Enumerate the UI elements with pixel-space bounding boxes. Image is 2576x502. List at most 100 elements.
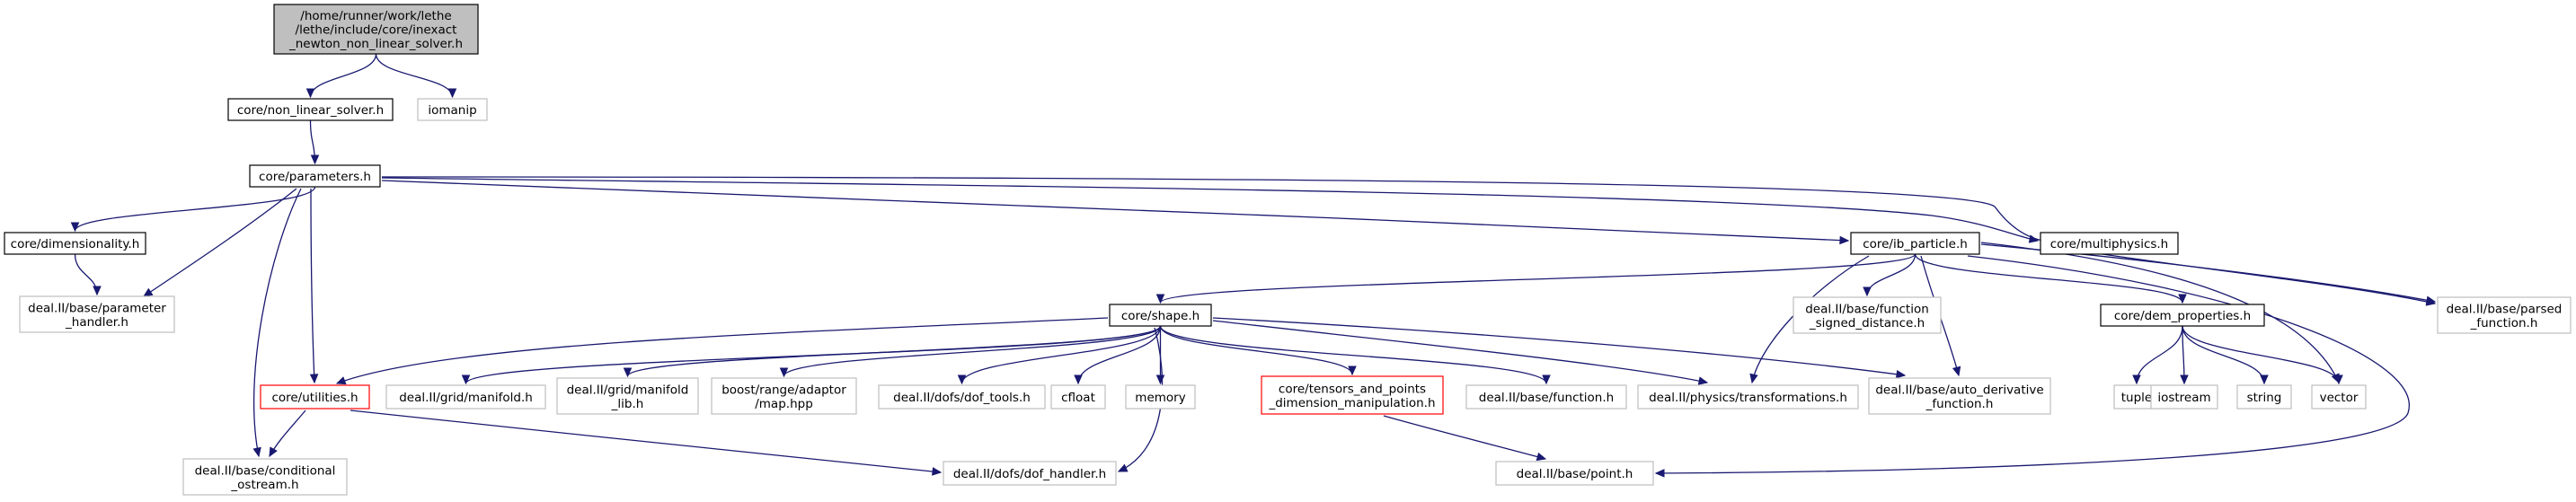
edge-arrowhead [2132,374,2141,385]
node-box [182,458,348,496]
edge-arrowhead [1348,365,1357,376]
edge-shape-to-util [335,317,1109,385]
node-box [1465,384,1627,410]
edge-line [143,188,297,297]
node-mp[interactable]: core/multiphysics.h [2040,232,2179,255]
node-box [249,164,381,188]
edges-layer [70,53,2437,478]
edge-arrowhead [932,467,943,476]
node-label: deal.II/base/function [1805,302,1929,316]
edge-arrowhead [70,222,80,233]
edge-shape-to-manlib [623,325,1162,378]
node-fsd[interactable]: deal.II/base/function_signed_distance.h [1793,296,1942,334]
edge-arrowhead [252,446,261,458]
edge-line [269,410,306,457]
node-box [1850,232,1980,255]
node-dem[interactable]: core/dem_properties.h [2100,304,2265,327]
node-cfloat[interactable]: cfloat [1050,384,1106,410]
edge-arrowhead [779,367,789,378]
edge-util-to-cond [269,410,306,458]
node-dofh[interactable]: deal.II/dofs/dof_handler.h [943,461,1117,486]
edge-params-to-ib [381,180,1850,245]
edge-arrowhead [623,367,633,378]
edge-root-to-iomanip [375,53,457,99]
node-label: core/dem_properties.h [2114,309,2251,323]
node-label: string [2247,391,2282,405]
edge-line [1383,415,1546,460]
node-shape[interactable]: core/shape.h [1109,304,1212,327]
node-dim[interactable]: core/dimensionality.h [4,232,146,255]
edge-arrowhead [1074,374,1083,385]
node-box [1637,384,1859,410]
edge-arrowhead [1117,463,1129,472]
node-tensors[interactable]: core/tensors_and_points_dimension_manipu… [1261,375,1444,415]
node-manlib[interactable]: deal.II/grid/manifold_lib.h [556,377,699,415]
node-box [1495,461,1654,486]
edge-arrowhead [2180,374,2189,385]
node-label: deal.II/grid/manifold [567,383,689,397]
node-boostmap[interactable]: boost/range/adaptor/map.hpp [711,377,857,415]
edge-line [1159,325,1547,384]
node-box [1868,377,2051,415]
node-iomanip[interactable]: iomanip [417,98,488,121]
edge-tensors-to-point [1383,415,1547,462]
node-box [2100,304,2265,327]
node-string[interactable]: string [2236,384,2292,410]
edge-arrowhead [1839,235,1850,245]
node-box [19,295,175,333]
node-box [711,377,857,415]
node-box [2150,384,2218,410]
node-box [2311,384,2367,410]
edge-dem-to-vector [2182,325,2343,385]
node-params[interactable]: core/parameters.h [249,164,381,188]
node-func[interactable]: deal.II/base/function.h [1465,384,1627,410]
node-ph[interactable]: deal.II/base/parameter_handler.h [19,295,175,333]
node-root[interactable]: /home/runner/work/lethe/lethe/include/co… [273,4,479,55]
edge-arrowhead [142,287,154,297]
node-label: vector [2320,391,2359,405]
node-box [1109,304,1212,327]
edge-line [2182,325,2185,384]
edge-arrowhead [1697,376,1709,385]
edge-dem-to-iostream [2180,325,2189,385]
node-manifold[interactable]: deal.II/grid/manifold.h [385,384,546,410]
node-box [2236,384,2292,410]
edge-arrowhead [1863,286,1872,297]
node-label: core/parameters.h [259,170,371,184]
edge-line [2136,325,2183,384]
node-ib[interactable]: core/ib_particle.h [1850,232,1980,255]
node-box [878,384,1046,410]
nodes-layer: /home/runner/work/lethe/lethe/include/co… [4,4,2572,496]
node-label: deal.II/base/parsed [2447,302,2563,316]
edge-arrowhead [461,374,471,385]
edge-arrowhead [93,286,102,296]
node-label: deal.II/dofs/dof_tools.h [893,391,1031,405]
edge-line [309,53,377,98]
edge-line [1077,325,1162,384]
edge-shape-to-manifold [461,325,1162,385]
node-cond[interactable]: deal.II/base/conditional_ostream.h [182,458,348,496]
node-point[interactable]: deal.II/base/point.h [1495,461,1654,486]
node-nls[interactable]: core/non_linear_solver.h [227,98,394,121]
node-memory[interactable]: memory [1125,384,1196,410]
node-box [943,461,1117,486]
node-pf[interactable]: deal.II/base/parsed_function.h [2437,296,2572,334]
node-util[interactable]: core/utilities.h [260,384,370,410]
edge-line [1118,327,1164,472]
node-vector[interactable]: vector [2311,384,2367,410]
node-label: iostream [2157,391,2210,405]
node-doftools[interactable]: deal.II/dofs/dof_tools.h [878,384,1046,410]
edge-params-to-cond [252,188,302,458]
node-label: boost/range/adaptor [721,383,846,397]
node-label: core/tensors_and_points [1279,382,1426,396]
node-iostream[interactable]: iostream [2150,384,2218,410]
edge-line [465,325,1162,384]
edge-params-to-ph [142,188,297,297]
edge-shape-to-func [1159,325,1551,385]
node-label: memory [1135,391,1185,405]
node-trans[interactable]: deal.II/physics/transformations.h [1637,384,1859,410]
node-label: _handler.h [65,315,128,330]
node-autod[interactable]: deal.II/base/auto_derivative_function.h [1868,377,2051,415]
edge-util-to-dofh [350,410,943,476]
